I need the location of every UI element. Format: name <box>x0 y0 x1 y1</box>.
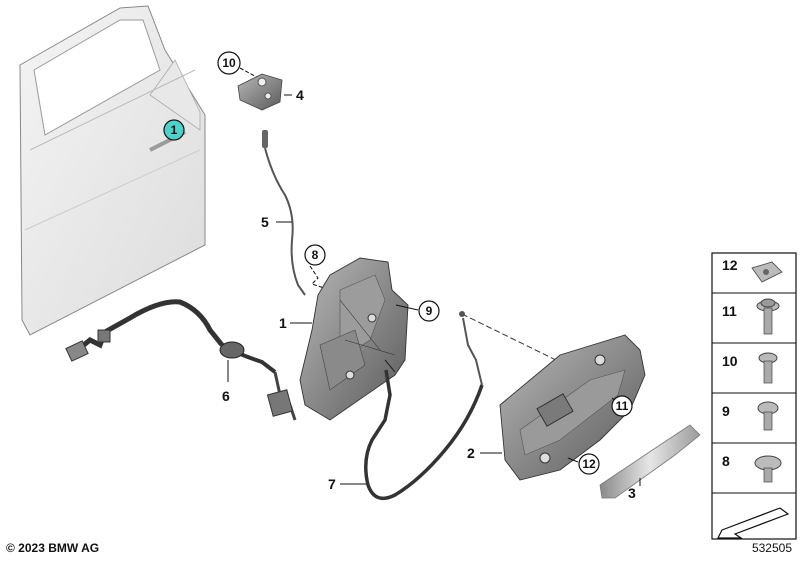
callout-12: 12 <box>567 453 600 475</box>
callout-1: 1 <box>279 315 287 331</box>
callout-2: 2 <box>467 445 475 461</box>
direction-arrow-icon <box>717 507 790 539</box>
wiring-harness <box>65 299 297 421</box>
callout-4: 4 <box>296 87 304 103</box>
svg-text:9: 9 <box>426 304 433 318</box>
legend-item-8: 8 <box>722 453 730 469</box>
legend-item-11: 11 <box>722 303 737 319</box>
callout-6: 6 <box>222 388 230 404</box>
door-handle-marker: 1 <box>163 119 185 141</box>
torx-screw-icon <box>758 352 778 384</box>
legend-panel: 12 11 10 9 8 <box>711 252 797 540</box>
copyright-text: © 2023 BMW AG <box>6 541 100 555</box>
rear-door-panel <box>19 5 206 336</box>
callout-9: 9 <box>395 300 440 322</box>
callout-7: 7 <box>328 476 336 492</box>
callout-8: 8 <box>304 244 331 291</box>
door-striker <box>237 73 292 111</box>
legend-item-9: 9 <box>722 403 730 419</box>
large-head-screw-icon <box>754 455 782 483</box>
svg-text:12: 12 <box>582 457 596 471</box>
pan-screw-icon <box>757 401 779 431</box>
lock-rod <box>262 130 306 296</box>
callout-11: 11 <box>611 395 633 417</box>
legend-item-12: 12 <box>722 257 738 273</box>
callout-10-top: 10 <box>217 51 263 81</box>
svg-text:8: 8 <box>312 248 319 262</box>
svg-text:10: 10 <box>222 56 236 70</box>
clip-nut-icon <box>751 261 783 283</box>
handle-cover <box>599 424 701 499</box>
door-lock <box>290 257 409 421</box>
bowden-cable <box>340 311 561 501</box>
diagram-id: 532505 <box>751 541 792 555</box>
legend-item-10: 10 <box>722 353 738 369</box>
flange-screw-icon <box>756 298 780 335</box>
callout-1-door: 1 <box>171 123 178 137</box>
callout-3: 3 <box>628 485 636 501</box>
callout-5: 5 <box>261 214 269 230</box>
svg-text:11: 11 <box>616 399 629 413</box>
